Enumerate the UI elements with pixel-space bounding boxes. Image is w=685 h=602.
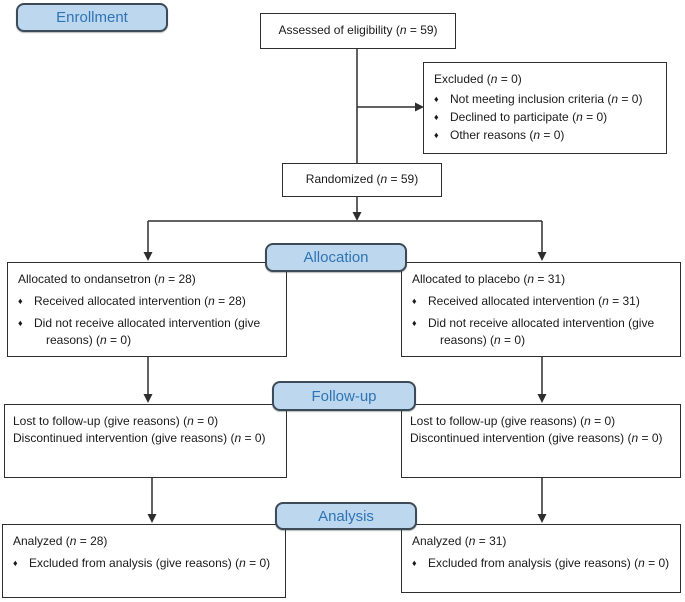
stage-enrollment-label: Enrollment (56, 9, 128, 26)
box-randomized: Randomized (n = 59) (282, 163, 442, 197)
stage-followup-label: Follow-up (311, 387, 377, 405)
diamond-bullet-icon: ♦ (434, 112, 439, 123)
bullet-item: ♦ Received allocated intervention (n = 3… (412, 293, 674, 310)
analysis-right-title: Analyzed (n = 31) (412, 534, 507, 548)
excluded-bullet-2: Declined to participate (n = 0) (450, 110, 608, 125)
followup-right-line-1: Lost to follow-up (give reasons) (n = 0) (410, 414, 616, 428)
stage-analysis: Analysis (275, 502, 417, 530)
box-followup-ondansetron: Lost to follow-up (give reasons) (n = 0)… (4, 404, 287, 478)
randomized-text: Randomized (n = 59) (305, 172, 419, 187)
bullet-item: ♦ Excluded from analysis (give reasons) … (412, 555, 674, 572)
box-allocation-placebo: Allocated to placebo (n = 31) ♦ Received… (401, 262, 681, 357)
bullet-item: ♦ Did not receive allocated intervention… (412, 315, 674, 349)
bullet-item: ♦ Did not receive allocated intervention… (18, 315, 280, 349)
arrowhead-analysis-left (147, 514, 157, 523)
assessed-text: Assessed of eligibility (n = 59) (278, 23, 438, 38)
bullet-item: ♦ Received allocated intervention (n = 2… (18, 293, 280, 310)
analysis-right-bullet-1: Excluded from analysis (give reasons) (n… (428, 556, 670, 571)
allocation-right-bullet-2: Did not receive allocated intervention (… (428, 316, 655, 348)
arrowhead-followup-left (143, 394, 153, 403)
box-allocation-ondansetron: Allocated to ondansetron (n = 28) ♦ Rece… (7, 262, 287, 357)
box-excluded: Excluded (n = 0) ♦ Not meeting inclusion… (423, 62, 667, 154)
stage-followup: Follow-up (272, 381, 416, 411)
arrowhead-allocation-right (537, 252, 547, 261)
followup-right-line-2: Discontinued intervention (give reasons)… (410, 431, 663, 446)
analysis-left-title: Analyzed (n = 28) (13, 534, 108, 548)
stage-analysis-label: Analysis (318, 507, 374, 525)
diamond-bullet-icon: ♦ (434, 130, 439, 141)
arrowhead-allocation-left (143, 252, 153, 261)
diamond-bullet-icon: ♦ (18, 318, 23, 329)
box-followup-placebo: Lost to follow-up (give reasons) (n = 0)… (401, 404, 681, 478)
arrowhead-followup-right (537, 394, 547, 403)
bullet-item: ♦ Other reasons (n = 0) (434, 127, 660, 144)
box-analysis-placebo: Analyzed (n = 31) ♦ Excluded from analys… (401, 524, 681, 593)
stage-allocation-label: Allocation (303, 249, 369, 266)
excluded-title: Excluded (n = 0) (434, 72, 522, 86)
stage-allocation: Allocation (265, 243, 407, 272)
bullet-item: ♦ Excluded from analysis (give reasons) … (13, 555, 279, 572)
followup-left-line-1: Lost to follow-up (give reasons) (n = 0) (13, 414, 219, 428)
diamond-bullet-icon: ♦ (434, 94, 439, 105)
allocation-right-title: Allocated to placebo (n = 31) (412, 272, 566, 286)
allocation-right-bullet-1: Received allocated intervention (n = 31) (428, 294, 640, 309)
diamond-bullet-icon: ♦ (13, 558, 18, 569)
allocation-left-bullet-1: Received allocated intervention (n = 28) (34, 294, 246, 309)
allocation-left-bullet-2: Did not receive allocated intervention (… (34, 316, 261, 348)
box-analysis-ondansetron: Analyzed (n = 28) ♦ Excluded from analys… (2, 524, 286, 598)
followup-left-line-2: Discontinued intervention (give reasons)… (13, 431, 266, 446)
diamond-bullet-icon: ♦ (18, 296, 23, 307)
analysis-left-bullet-1: Excluded from analysis (give reasons) (n… (29, 556, 271, 571)
arrowhead-analysis-right (537, 514, 547, 523)
bullet-item: ♦ Not meeting inclusion criteria (n = 0) (434, 91, 660, 108)
excluded-bullet-1: Not meeting inclusion criteria (n = 0) (450, 92, 643, 107)
arrowhead-split (352, 212, 362, 221)
excluded-bullet-3: Other reasons (n = 0) (450, 128, 565, 143)
diamond-bullet-icon: ♦ (412, 318, 417, 329)
box-assessed: Assessed of eligibility (n = 59) (260, 13, 456, 49)
diamond-bullet-icon: ♦ (412, 296, 417, 307)
allocation-left-title: Allocated to ondansetron (n = 28) (18, 272, 196, 286)
bullet-item: ♦ Declined to participate (n = 0) (434, 109, 660, 126)
diamond-bullet-icon: ♦ (412, 558, 417, 569)
stage-enrollment: Enrollment (16, 3, 168, 32)
